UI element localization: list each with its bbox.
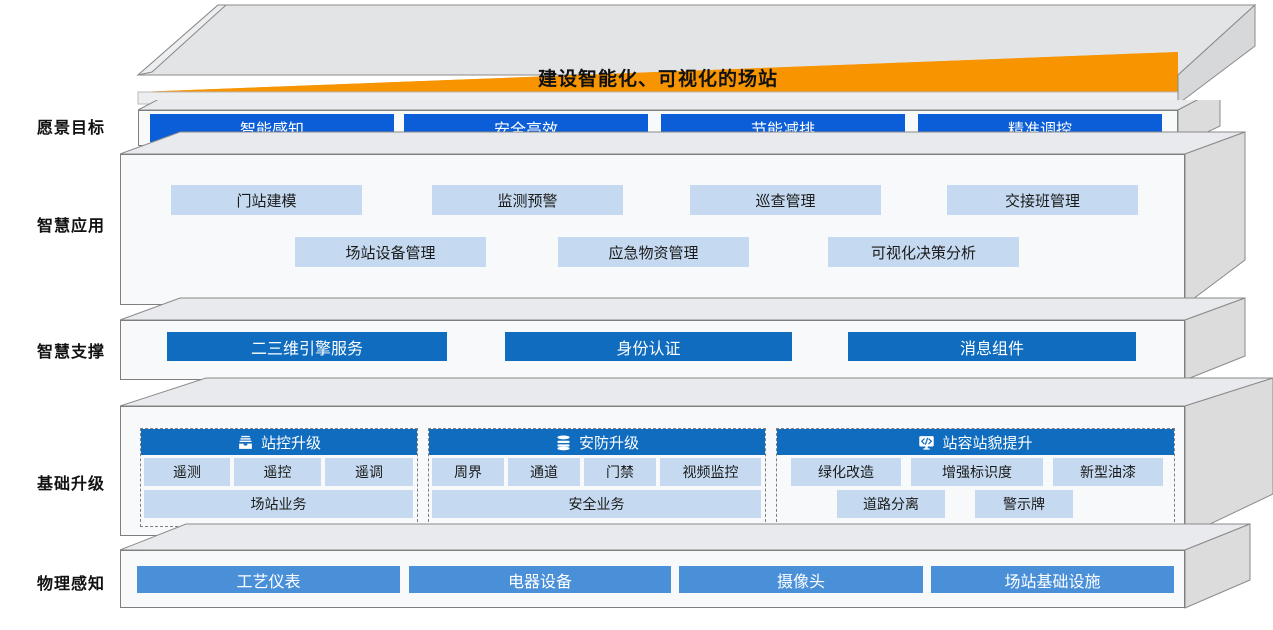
support-item-label-1: 二三维引擎服务 (250, 340, 363, 358)
infrastructure-item-r2-g3-2[interactable]: 警示牌 (975, 490, 1073, 518)
application-item-r2-label-2: 应急物资管理 (608, 244, 699, 262)
banner-slope-face (138, 52, 1178, 92)
physical-item-label-3: 摄像头 (776, 573, 825, 591)
banner-title: 建设智能化、可视化的场站 (537, 68, 778, 90)
infrastructure-item-r2-label-g3-2: 警示牌 (1003, 496, 1045, 512)
application-slab-top-face (119, 131, 1246, 155)
application-slab-3d-b (119, 131, 1246, 306)
application-item-r1-label-1: 门站建模 (236, 192, 297, 210)
infrastructure-group-3: 站容站貌提升绿化改造 增强标识度 新型油漆道路分离 警示牌 (776, 428, 1175, 527)
infrastructure-item-g1-3[interactable]: 遥调 (325, 458, 413, 486)
infrastructure-group-header-1[interactable]: 站控升级 (141, 429, 417, 455)
support-item-2[interactable]: 身份认证 (505, 332, 792, 361)
inbox-stack-icon (237, 434, 254, 451)
infrastructure-group-2: 安防升级周界 通道 门禁 视频监控安全业务 (428, 428, 766, 527)
physical-slab-3d (119, 523, 1251, 609)
physical-slab-top-face (119, 523, 1251, 551)
support-item-label-3: 消息组件 (959, 340, 1024, 358)
infrastructure-group-1: 站控升级遥测 遥控 遥调场站业务 (140, 428, 418, 527)
infrastructure-item-g2-2[interactable]: 通道 (508, 458, 580, 486)
support-item-1[interactable]: 二三维引擎服务 (167, 332, 447, 361)
physical-item-2[interactable]: 电器设备 (409, 566, 671, 593)
physical-item-label-2: 电器设备 (507, 573, 572, 591)
infrastructure-item-label-g3-1: 绿化改造 (818, 464, 874, 480)
application-item-r2-1[interactable]: 场站设备管理 (295, 237, 486, 267)
code-monitor-icon (918, 434, 935, 451)
physical-item-label-1: 工艺仪表 (236, 573, 301, 591)
support-slab-right-face (1184, 297, 1246, 381)
infrastructure-item-g2-4[interactable]: 视频监控 (660, 458, 761, 486)
infrastructure-item-g1-1[interactable]: 遥测 (144, 458, 230, 486)
infrastructure-item-g2-1[interactable]: 周界 (432, 458, 504, 486)
infrastructure-item-g3-1[interactable]: 绿化改造 (791, 458, 901, 486)
roof-right-face (1177, 3, 1256, 106)
infrastructure-item-g2-3[interactable]: 门禁 (584, 458, 656, 486)
support-item-3[interactable]: 消息组件 (848, 332, 1136, 361)
physical-item-1[interactable]: 工艺仪表 (137, 566, 400, 593)
infrastructure-slab-top-face (119, 377, 1273, 407)
application-item-r1-4[interactable]: 交接班管理 (947, 185, 1138, 215)
infrastructure-footer-g1[interactable]: 场站业务 (144, 490, 413, 518)
infrastructure-item-label-g2-2: 通道 (530, 464, 558, 480)
infrastructure-item-g3-2[interactable]: 增强标识度 (911, 458, 1043, 486)
infrastructure-item-label-g1-2: 遥控 (263, 464, 292, 480)
application-item-r1-3[interactable]: 巡查管理 (690, 185, 881, 215)
infrastructure-group-title-2: 安防升级 (578, 434, 639, 452)
infrastructure-group-title-1: 站控升级 (260, 434, 321, 452)
infrastructure-item-r2-g3-1[interactable]: 道路分离 (837, 490, 945, 518)
infrastructure-group-title-3: 站容站貌提升 (942, 434, 1033, 452)
banner-title-container: 建设智能化、可视化的场站 (138, 60, 1178, 94)
physical-item-4[interactable]: 场站基础设施 (931, 566, 1174, 593)
infrastructure-footer-label-g1: 场站业务 (250, 496, 307, 512)
application-item-r2-3[interactable]: 可视化决策分析 (828, 237, 1019, 267)
row-label-application: 智慧应用 (36, 218, 105, 235)
physical-item-3[interactable]: 摄像头 (679, 566, 923, 593)
infrastructure-item-label-g2-1: 周界 (454, 464, 482, 480)
infrastructure-slab-3d (119, 377, 1273, 537)
row-label-infrastructure: 基础升级 (36, 476, 105, 493)
application-item-r2-label-1: 场站设备管理 (345, 244, 436, 262)
application-item-r2-label-3: 可视化决策分析 (870, 244, 976, 262)
infrastructure-item-label-g2-3: 门禁 (606, 464, 634, 480)
infrastructure-footer-label-g2: 安全业务 (568, 496, 625, 512)
infrastructure-slab-right-face (1184, 377, 1273, 537)
vision-slab-top-face (137, 100, 1199, 111)
application-item-r1-label-4: 交接班管理 (1004, 192, 1080, 210)
infrastructure-item-g1-2[interactable]: 遥控 (234, 458, 321, 486)
infrastructure-footer-g2[interactable]: 安全业务 (432, 490, 761, 518)
application-slab-right-face (1184, 131, 1246, 306)
roof-left-edge (136, 4, 228, 76)
infrastructure-group-header-3[interactable]: 站容站貌提升 (777, 429, 1174, 455)
infrastructure-item-label-g1-3: 遥调 (355, 464, 383, 480)
infrastructure-item-label-g3-3: 新型油漆 (1080, 464, 1136, 480)
application-item-r2-2[interactable]: 应急物资管理 (558, 237, 749, 267)
infrastructure-group-header-2[interactable]: 安防升级 (429, 429, 765, 455)
infrastructure-item-label-g3-2: 增强标识度 (942, 464, 1012, 480)
row-label-support: 智慧支撑 (36, 344, 105, 361)
infrastructure-item-label-g2-4: 视频监控 (682, 464, 739, 480)
application-item-r1-1[interactable]: 门站建模 (171, 185, 362, 215)
row-label-vision: 愿景目标 (36, 120, 105, 137)
infrastructure-item-r2-label-g3-1: 道路分离 (863, 496, 919, 512)
application-item-r1-2[interactable]: 监测预警 (432, 185, 623, 215)
row-label-physical: 物理感知 (36, 576, 105, 593)
application-item-r1-label-2: 监测预警 (497, 192, 558, 210)
infrastructure-item-g3-3[interactable]: 新型油漆 (1053, 458, 1163, 486)
support-item-label-2: 身份认证 (616, 340, 681, 358)
application-item-r1-label-3: 巡查管理 (755, 192, 816, 210)
support-slab-3d (119, 297, 1246, 381)
database-stack-icon (555, 434, 572, 451)
roof-prism (136, 3, 1257, 106)
application-slab-front (120, 154, 1185, 305)
physical-slab-right-face (1184, 523, 1251, 609)
physical-item-label-4: 场站基础设施 (1004, 573, 1101, 591)
support-slab-top-face (119, 297, 1246, 321)
infrastructure-item-label-g1-1: 遥测 (173, 464, 201, 480)
